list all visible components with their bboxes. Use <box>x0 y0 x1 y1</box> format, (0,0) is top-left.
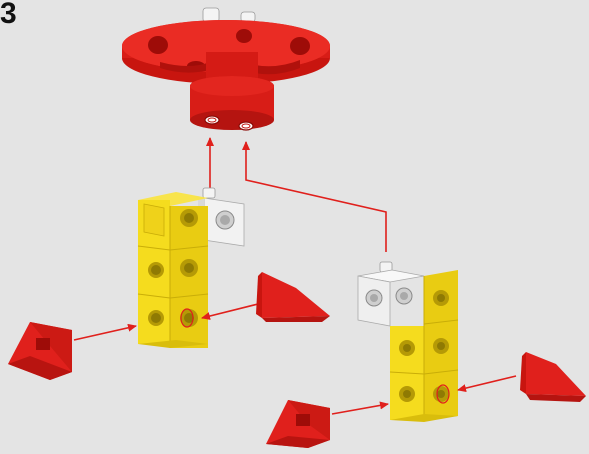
arrow-right-wedge-to-right-stack <box>457 375 517 393</box>
white-pin-top-left <box>202 7 220 23</box>
red-wedge-bottom <box>266 400 330 448</box>
step-number: 3 <box>0 0 17 30</box>
arrow-right-stack-to-hub <box>242 141 387 252</box>
arrows-to-hub <box>206 137 387 252</box>
arrow-left-wedge-to-stack <box>73 323 137 341</box>
arrow-right-wedge-to-left-stack <box>201 303 259 320</box>
left-target-hole-highlight <box>180 308 194 328</box>
red-wheel-hub <box>122 7 330 131</box>
arrow-lower-wedge-to-right-stack <box>331 401 389 415</box>
right-stack <box>357 261 459 422</box>
red-wedge-upper-middle <box>256 272 330 322</box>
red-wedge-lower-left <box>8 322 72 380</box>
hub-hole-right <box>238 121 254 131</box>
right-target-hole-highlight <box>436 384 450 404</box>
left-stack <box>137 187 245 348</box>
hub-hole-left <box>204 115 220 125</box>
red-wedge-right <box>520 352 586 402</box>
